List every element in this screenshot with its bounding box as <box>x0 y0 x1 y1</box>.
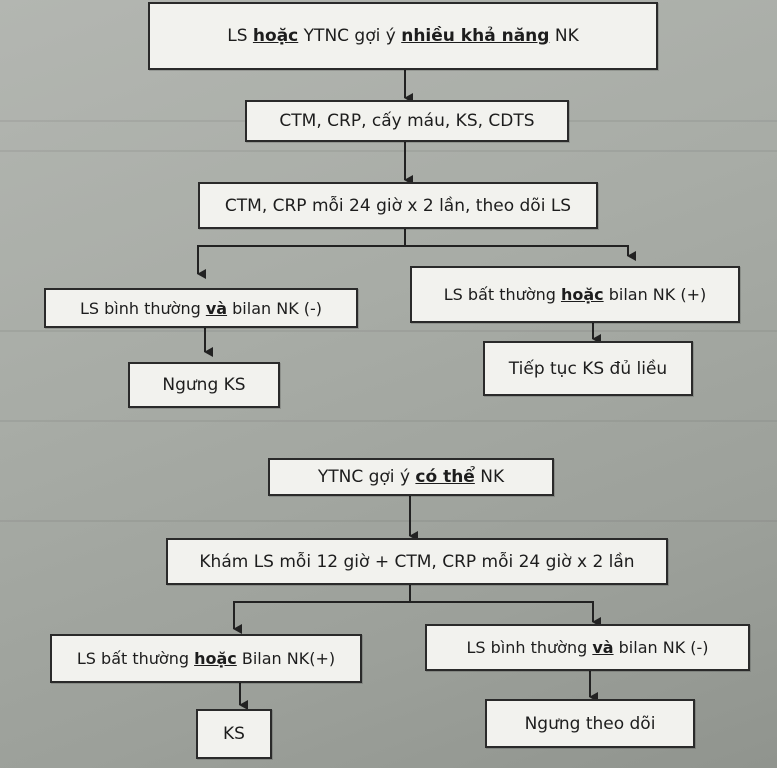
bottom-right-result-text: Ngưng theo dõi <box>524 713 656 734</box>
background-texture <box>0 520 777 522</box>
background-texture <box>0 330 777 332</box>
top-right-result-text: Tiếp tục KS đủ liều <box>508 358 668 379</box>
top-right-branch-text: LS bất thường hoặc bilan NK (+) <box>444 285 706 304</box>
top-left-branch-text: LS bình thường và bilan NK (-) <box>80 299 322 318</box>
emphasis-text: và <box>205 298 228 318</box>
bottom-box-1-text: YTNC gợi ý có thể NK <box>318 467 504 487</box>
background-texture <box>0 150 777 152</box>
text-segment: YTNC gợi ý <box>298 26 402 46</box>
emphasis-text: có thể <box>415 467 475 487</box>
text-segment: bilan NK (-) <box>227 298 323 318</box>
top-right-result: Tiếp tục KS đủ liều <box>483 341 693 396</box>
top-box-2-text: CTM, CRP, cấy máu, KS, CDTS <box>279 111 535 131</box>
top-box-3: CTM, CRP mỗi 24 giờ x 2 lần, theo dõi LS <box>198 182 598 229</box>
emphasis-text: hoặc <box>560 285 604 304</box>
bottom-right-result: Ngưng theo dõi <box>485 699 695 748</box>
bottom-left-result-text: KS <box>223 724 245 744</box>
text-segment: YTNC gợi ý <box>317 467 416 487</box>
emphasis-text: hoặc <box>194 649 237 668</box>
emphasis-text: và <box>592 638 614 657</box>
text-segment: bilan NK (-) <box>613 638 709 657</box>
bottom-box-2-text: Khám LS mỗi 12 giờ + CTM, CRP mỗi 24 giờ… <box>199 551 635 572</box>
top-right-branch: LS bất thường hoặc bilan NK (+) <box>410 266 740 323</box>
branch-top-right <box>405 245 636 261</box>
bottom-box-2: Khám LS mỗi 12 giờ + CTM, CRP mỗi 24 giờ… <box>166 538 668 585</box>
branch-bottom <box>233 585 411 634</box>
emphasis-text: hoặc <box>252 26 299 46</box>
top-box-1: LS hoặc YTNC gợi ý nhiều khả năng NK <box>148 2 658 70</box>
bottom-right-branch: LS bình thường và bilan NK (-) <box>425 624 750 671</box>
top-box-3-text: CTM, CRP mỗi 24 giờ x 2 lần, theo dõi LS <box>224 195 572 216</box>
emphasis-text: nhiều khả năng <box>401 26 550 46</box>
top-left-result-text: Ngưng KS <box>162 375 246 395</box>
text-segment: LS bình thường <box>466 638 593 657</box>
text-segment: NK <box>474 467 505 487</box>
bottom-left-branch: LS bất thường hoặc Bilan NK(+) <box>50 634 362 683</box>
branch-bottom-right <box>410 601 601 627</box>
text-segment: bilan NK (+) <box>603 285 707 304</box>
bottom-left-result: KS <box>196 709 272 759</box>
top-box-1-text: LS hoặc YTNC gợi ý nhiều khả năng NK <box>227 26 578 46</box>
bottom-box-1: YTNC gợi ý có thể NK <box>268 458 554 496</box>
bottom-right-branch-text: LS bình thường và bilan NK (-) <box>466 638 708 657</box>
top-box-2: CTM, CRP, cấy máu, KS, CDTS <box>245 100 569 142</box>
bottom-left-branch-text: LS bất thường hoặc Bilan NK(+) <box>77 649 335 668</box>
branch-top <box>197 229 406 279</box>
top-left-branch: LS bình thường và bilan NK (-) <box>44 288 358 328</box>
text-segment: Bilan NK(+) <box>236 649 336 668</box>
text-segment: LS bình thường <box>79 298 206 318</box>
text-segment: LS bất thường <box>76 649 195 668</box>
background-texture <box>0 420 777 422</box>
text-segment: LS <box>227 26 253 46</box>
text-segment: LS bất thường <box>443 285 561 304</box>
top-left-result: Ngưng KS <box>128 362 280 408</box>
text-segment: NK <box>549 26 579 46</box>
